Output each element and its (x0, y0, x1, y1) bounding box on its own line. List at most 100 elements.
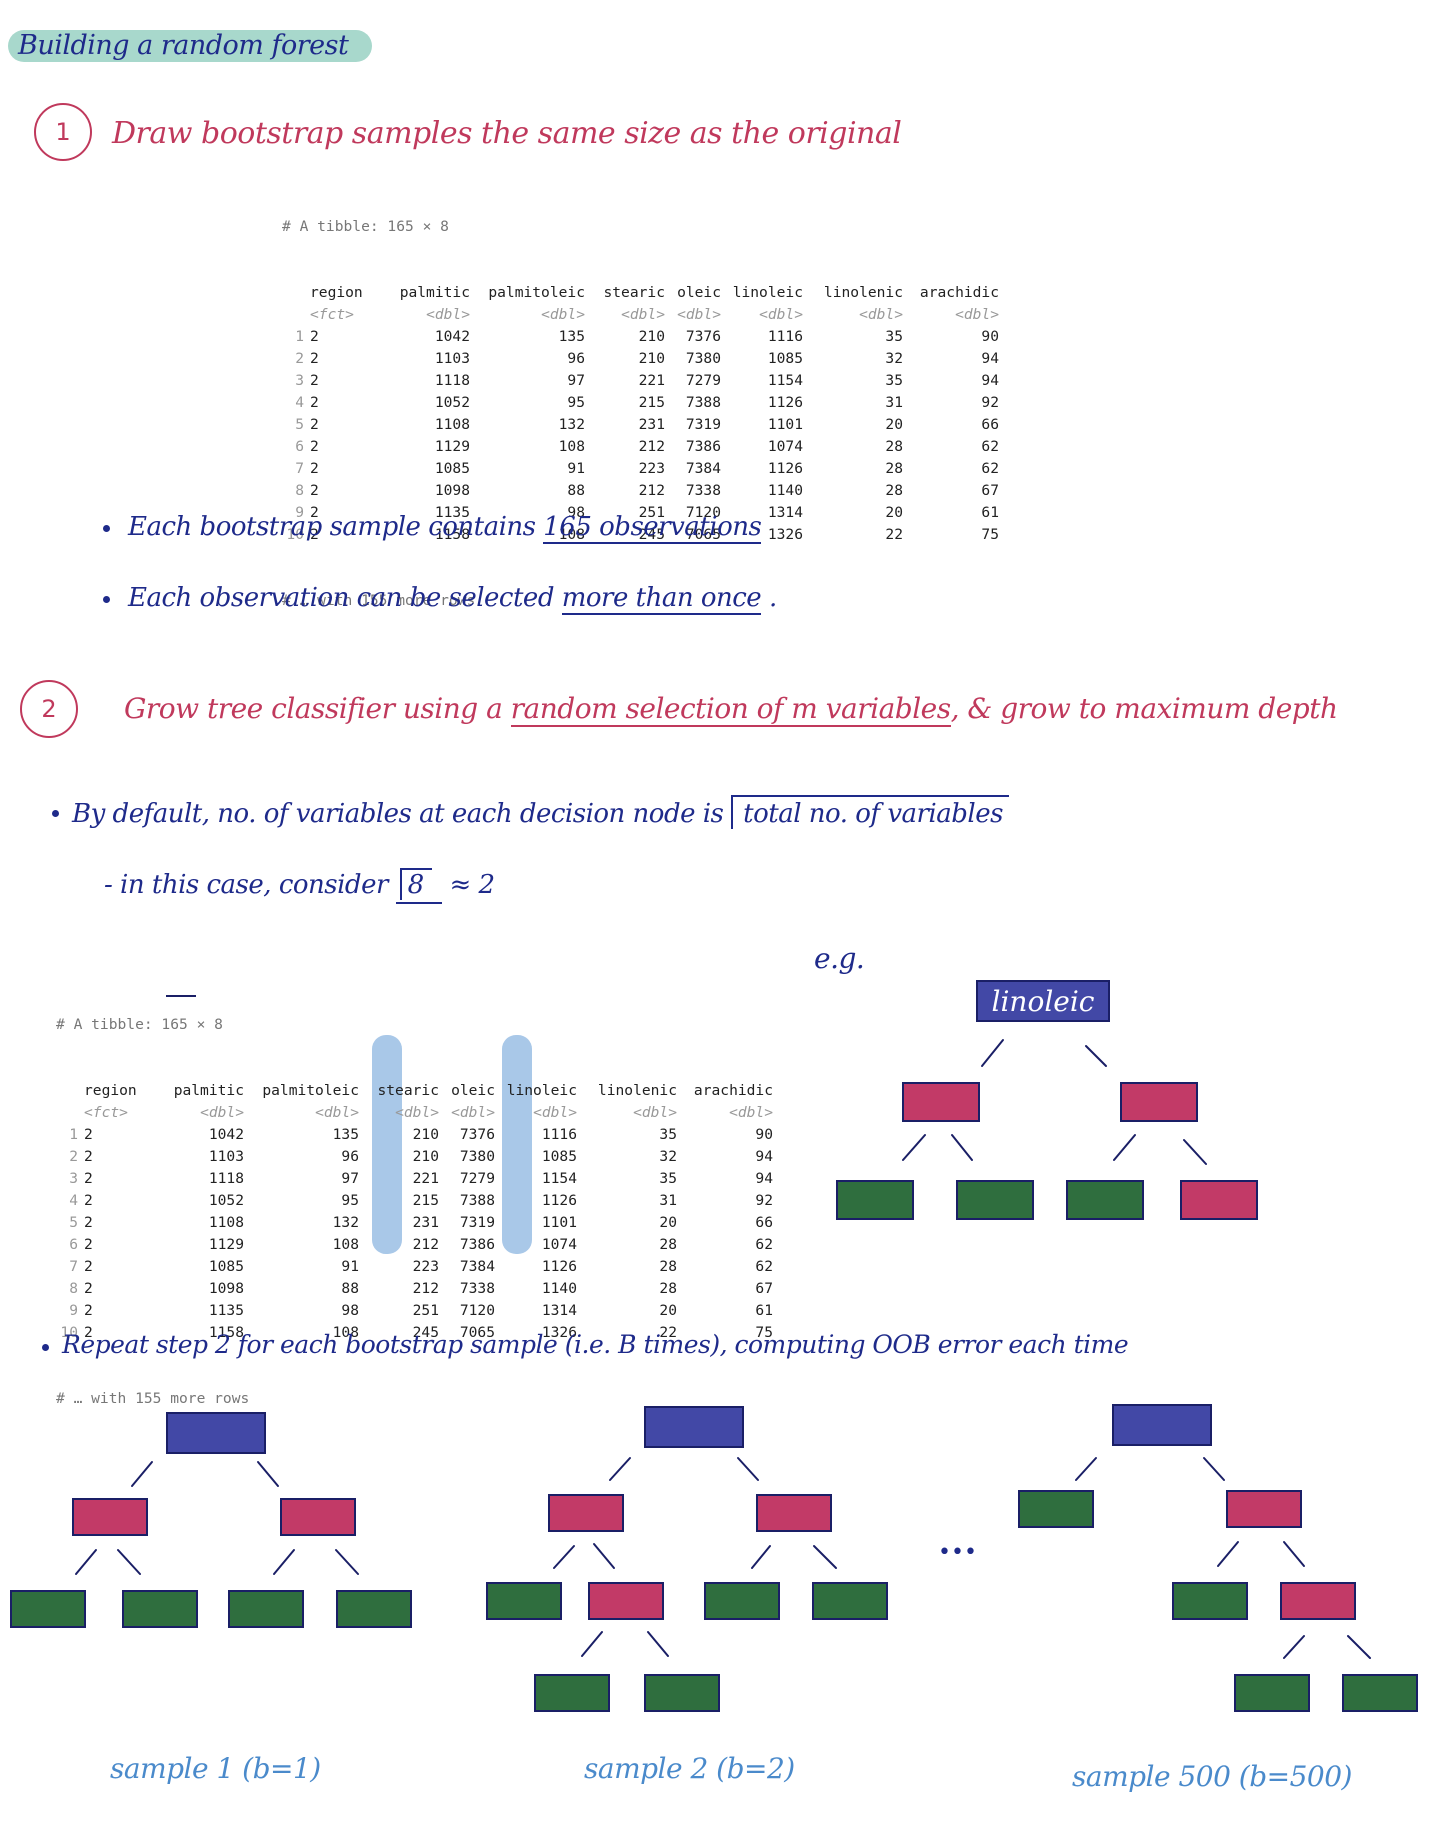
table-cell: 7376 (685, 328, 721, 345)
tree-leaf-node (1342, 1674, 1418, 1712)
table-cell: 94 (755, 1170, 773, 1187)
col-type: <dbl> (633, 1104, 677, 1121)
row-number: 6 (69, 1236, 78, 1253)
step-2-heading: Grow tree classifier using a random sele… (124, 692, 1338, 727)
table-cell: 2 (310, 526, 319, 543)
table-cell: 212 (638, 438, 665, 455)
row-number: 5 (69, 1214, 78, 1231)
tree-split-node (72, 1498, 148, 1536)
table-cell: 66 (755, 1214, 773, 1231)
table-cell: 2 (310, 460, 319, 477)
table-cell: 20 (659, 1302, 677, 1319)
bullet-dot (103, 596, 110, 603)
table-cell: 90 (981, 328, 999, 345)
table-cell: 94 (755, 1148, 773, 1165)
bullet-dot (42, 1344, 49, 1351)
row-number: 2 (295, 350, 304, 367)
tree-root-node (1112, 1404, 1212, 1446)
table-cell: 1129 (434, 438, 470, 455)
table-cell: 96 (567, 350, 585, 367)
table-cell: 1129 (208, 1236, 244, 1253)
table-cell: 2 (84, 1280, 93, 1297)
table-cell: 1085 (541, 1148, 577, 1165)
col-header: palmitic (399, 284, 470, 301)
table-cell: 7338 (685, 482, 721, 499)
default-rule: By default, no. of variables at each dec… (72, 795, 1009, 829)
row-number: 9 (69, 1302, 78, 1319)
table-cell: 2 (310, 372, 319, 389)
table-cell: 7120 (685, 504, 721, 521)
table-cell: 28 (659, 1280, 677, 1297)
tree-split-node (1180, 1180, 1258, 1220)
table-cell: 1098 (208, 1280, 244, 1297)
table-cell: 62 (981, 460, 999, 477)
table-cell: 1126 (541, 1258, 577, 1275)
table-cell: 108 (332, 1324, 359, 1341)
table-cell: 35 (885, 328, 903, 345)
tree-split-node (756, 1494, 832, 1532)
table-cell: 2 (84, 1170, 93, 1187)
table-cell: 1326 (541, 1324, 577, 1341)
col-header: oleic (451, 1082, 495, 1099)
table-cell: 1042 (434, 328, 470, 345)
col-type: <dbl> (395, 1104, 439, 1121)
table-cell: 1074 (767, 438, 803, 455)
table-cell: 210 (638, 328, 665, 345)
table-cell: 2 (84, 1302, 93, 1319)
table-cell: 98 (567, 504, 585, 521)
table-cell: 212 (638, 482, 665, 499)
table-cell: 20 (885, 504, 903, 521)
table-cell: 215 (638, 394, 665, 411)
table-cell: 231 (638, 416, 665, 433)
table-cell: 1126 (541, 1192, 577, 1209)
table-cell: 1103 (208, 1148, 244, 1165)
table-cell: 92 (755, 1192, 773, 1209)
tree-leaf-node (644, 1674, 720, 1712)
table-cell: 108 (558, 438, 585, 455)
caption-sample-1: sample 1 (b=1) (110, 1752, 321, 1785)
bullet-dot (52, 810, 59, 817)
bullet-emphasis: more than once (561, 583, 762, 615)
tibble-footer: # … with 155 more rows (56, 1390, 250, 1407)
row-number: 3 (69, 1170, 78, 1187)
tree-leaf-node (486, 1582, 562, 1620)
tree-split-node (548, 1494, 624, 1532)
table-cell: 1154 (541, 1170, 577, 1187)
bullet-selection: Each observation can be selected more th… (128, 583, 777, 615)
table-cell: 135 (332, 1126, 359, 1143)
table-cell: 132 (558, 416, 585, 433)
row-number: 10 (286, 526, 304, 543)
row-number: 8 (69, 1280, 78, 1297)
table-cell: 223 (412, 1258, 439, 1275)
table-cell: 66 (981, 416, 999, 433)
table-cell: 2 (310, 482, 319, 499)
rule-text: By default, no. of variables at each dec… (72, 799, 724, 829)
table-cell: 1103 (434, 350, 470, 367)
table-cell: 20 (885, 416, 903, 433)
col-header: stearic (377, 1082, 439, 1099)
row-number: 6 (295, 438, 304, 455)
table-cell: 88 (341, 1280, 359, 1297)
table-cell: 35 (659, 1170, 677, 1187)
table-cell: 1326 (767, 526, 803, 543)
row-number: 2 (69, 1148, 78, 1165)
table-cell: 35 (885, 372, 903, 389)
tibble-1: # A tibble: 165 × 8 region palmitic palm… (282, 172, 999, 634)
bullet-dot (103, 525, 110, 532)
table-cell: 28 (885, 460, 903, 477)
caption-sample-500: sample 500 (b=500) (1072, 1760, 1352, 1793)
table-cell: 62 (755, 1236, 773, 1253)
table-cell: 7388 (459, 1192, 495, 1209)
bullet-bootstrap-size: Each bootstrap sample contains 165 obser… (128, 512, 762, 544)
table-cell: 61 (981, 504, 999, 521)
table-cell: 75 (981, 526, 999, 543)
table-cell: 2 (84, 1126, 93, 1143)
tree-leaf-node (228, 1590, 304, 1628)
